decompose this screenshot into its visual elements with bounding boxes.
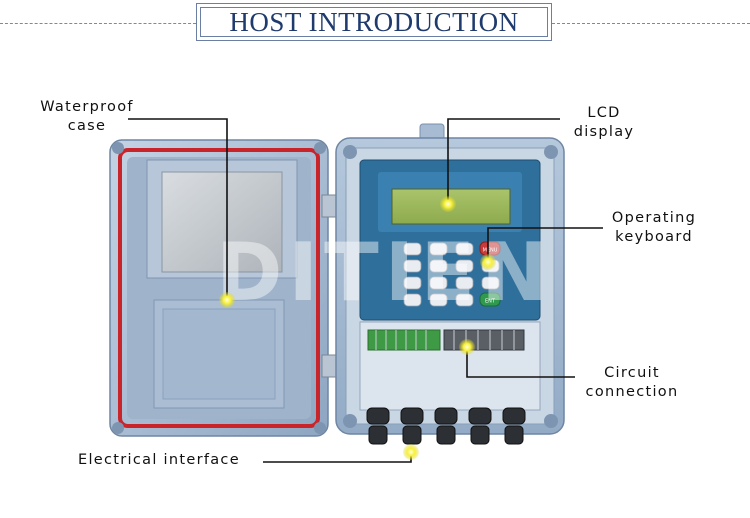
callout-keyboard-line2: keyboard: [615, 229, 693, 245]
host-body: MENU ENT: [335, 123, 565, 445]
callout-circuit-connection: Circuit connection: [576, 364, 688, 402]
waterproof-cover: [109, 139, 329, 437]
hinge-bottom: [321, 354, 337, 378]
marker-dot-circuit: [459, 339, 475, 355]
svg-text:MENU: MENU: [483, 248, 498, 254]
callout-operating-keyboard: Operating keyboard: [604, 209, 704, 247]
keypad: [403, 242, 500, 307]
enter-key: [479, 292, 501, 307]
marker-dots: [219, 196, 496, 460]
marker-dot-interface: [403, 444, 419, 460]
callout-waterproof-line1: Waterproof: [40, 99, 134, 115]
callout-electrical-interface: Electrical interface: [78, 451, 264, 470]
marker-dot-lcd: [440, 196, 456, 212]
title-box: HOST INTRODUCTION: [196, 3, 552, 41]
hinge-top: [321, 194, 337, 218]
brand-watermark: DITIEN: [216, 226, 554, 319]
callout-circuit-line2: connection: [585, 384, 679, 400]
header-rule-right: [552, 23, 750, 24]
callout-waterproof-case: Waterproof case: [40, 98, 134, 136]
marker-dot-case: [219, 292, 235, 308]
marker-dot-keyboard: [480, 254, 496, 270]
gasket-seal: [118, 148, 320, 428]
cover-window: [161, 171, 283, 273]
callout-lcd-display: LCD display: [568, 104, 640, 142]
callout-keyboard-line1: Operating: [611, 210, 697, 226]
svg-text:ENT: ENT: [485, 299, 496, 305]
title-box-inner-border: [200, 7, 548, 37]
callout-lcd-line1: LCD: [587, 105, 621, 121]
callout-lcd-line2: display: [573, 124, 635, 140]
page-title: HOST INTRODUCTION: [229, 7, 519, 37]
callout-electrical-line1: Electrical interface: [78, 452, 240, 468]
header-banner: HOST INTRODUCTION: [0, 0, 750, 48]
header-rule-left: [0, 23, 196, 24]
terminal-block-black: [443, 329, 525, 351]
callout-circuit-line1: Circuit: [604, 365, 660, 381]
callout-waterproof-line2: case: [67, 118, 107, 134]
cable-glands: [366, 407, 526, 445]
callout-lines: [128, 118, 603, 463]
terminal-block-green: [367, 329, 441, 351]
